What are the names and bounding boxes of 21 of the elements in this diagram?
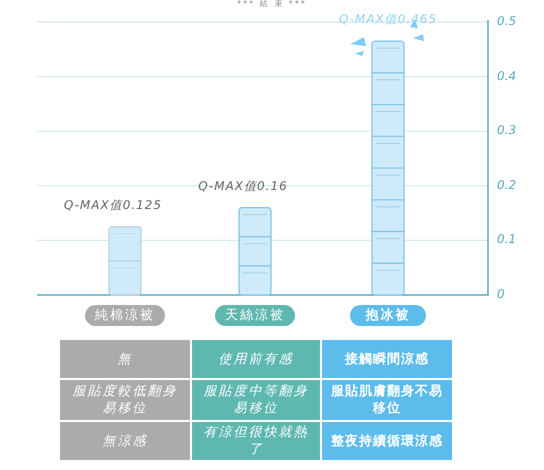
category-pill: 純棉涼被 <box>85 305 165 326</box>
table-cell: 整夜持續循環涼感 <box>322 422 452 460</box>
value-label: Q-MAX值0.16 <box>198 178 288 195</box>
table-cell: 服貼度較低翻身易移位 <box>60 380 190 420</box>
category-pill: 天絲涼被 <box>215 305 295 326</box>
tick-label: 0.5 <box>497 14 516 28</box>
table-cell: 接觸瞬間涼感 <box>322 340 452 378</box>
table-cell: 服貼度中等翻身易移位 <box>192 380 320 420</box>
table-cell: 無涼感 <box>60 422 190 460</box>
tick-label: 0.3 <box>497 123 516 138</box>
tick-label: 0 <box>497 287 505 301</box>
tick-label: 0.2 <box>497 178 516 192</box>
table-cell: 使用前有感 <box>192 340 320 378</box>
value-label: Q-MAX值0.465 <box>338 11 438 28</box>
table-cell: 服貼肌膚翻身不易移位 <box>322 380 452 420</box>
tick-label: 0.4 <box>497 68 516 83</box>
tick-label: 0.1 <box>497 232 516 246</box>
category-pill: 抱冰被 <box>350 305 426 326</box>
table-cell: 有涼但很快就熱了 <box>192 422 320 460</box>
value-label: Q-MAX值0.125 <box>64 196 162 214</box>
table-cell: 無 <box>60 340 190 378</box>
